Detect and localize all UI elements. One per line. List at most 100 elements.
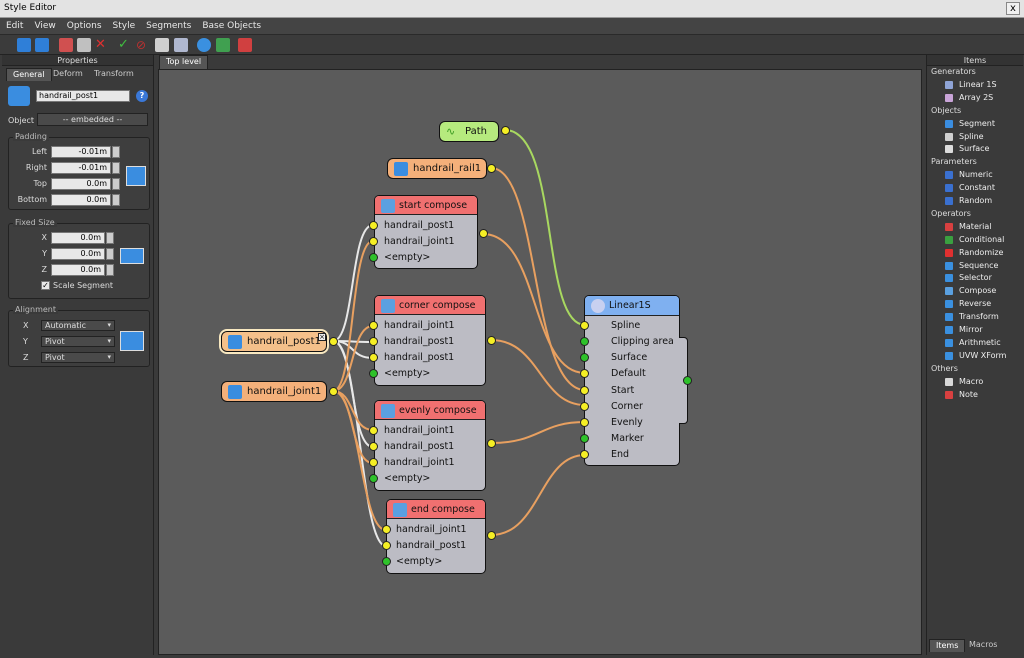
tab-general[interactable]: General — [6, 68, 52, 81]
end-in-port-0[interactable] — [382, 525, 391, 534]
right-stepper[interactable] — [112, 162, 120, 174]
start-in-port-1[interactable] — [369, 237, 378, 246]
menu-edit[interactable]: Edit — [6, 21, 24, 31]
align-y-select[interactable]: Pivot — [41, 336, 115, 347]
menu-segments[interactable]: Segments — [146, 21, 192, 31]
paste-icon[interactable] — [77, 38, 91, 52]
evenly-out-port[interactable] — [487, 439, 496, 448]
delete-icon[interactable]: ✕ — [95, 37, 106, 52]
spline-icon — [945, 132, 953, 141]
undo-icon[interactable] — [17, 38, 31, 52]
help-icon[interactable]: ? — [136, 90, 148, 102]
post-node[interactable]: handrail_post1 — [219, 329, 329, 354]
category-operators[interactable]: Operators — [931, 208, 971, 218]
end-out-port[interactable] — [487, 531, 496, 540]
node-close-icon[interactable]: × — [318, 333, 326, 341]
menu-base-objects[interactable]: Base Objects — [202, 21, 262, 31]
post-out-port[interactable] — [329, 337, 338, 346]
start-in-port-0[interactable] — [369, 221, 378, 230]
menu-options[interactable]: Options — [66, 21, 102, 31]
top-stepper[interactable] — [112, 178, 120, 190]
top-field[interactable]: 0.0m — [51, 178, 111, 190]
export-icon[interactable] — [216, 38, 230, 52]
joint-out-port[interactable] — [329, 387, 338, 396]
category-objects[interactable]: Objects — [931, 105, 962, 115]
linear-in-start[interactable] — [580, 386, 589, 395]
path-out-port[interactable] — [501, 126, 510, 135]
name-field[interactable]: handrail_post1 — [36, 90, 130, 102]
book-icon[interactable] — [238, 38, 252, 52]
tab-items[interactable]: Items — [929, 639, 966, 652]
corner-in-port-1[interactable] — [369, 337, 378, 346]
size-arrows-icon[interactable] — [120, 248, 144, 264]
object-button[interactable]: -- embedded -- — [37, 113, 148, 126]
start-compose-node[interactable]: start compose handrail_post1 handrail_jo… — [374, 195, 478, 269]
start-in-port-2[interactable] — [369, 253, 378, 262]
tab-transform[interactable]: Transform — [94, 69, 134, 78]
fixed-y-stepper[interactable] — [106, 248, 114, 260]
fixed-z-stepper[interactable] — [106, 264, 114, 276]
linear-in-evenly[interactable] — [580, 418, 589, 427]
tab-top-level[interactable]: Top level — [159, 55, 209, 69]
copy-icon[interactable] — [59, 38, 73, 52]
evenly-in-port-1[interactable] — [369, 442, 378, 451]
redo-icon[interactable] — [35, 38, 49, 52]
left-stepper[interactable] — [112, 146, 120, 158]
scale-segment-checkbox[interactable]: ✓ — [41, 281, 50, 290]
linear-in-marker[interactable] — [580, 434, 589, 443]
refresh-icon[interactable] — [197, 38, 211, 52]
evenly-compose-node[interactable]: evenly compose handrail_joint1 handrail_… — [374, 400, 486, 491]
linear-in-end[interactable] — [580, 450, 589, 459]
linear1s-node[interactable]: Linear1S Spline Clipping area Surface De… — [584, 295, 680, 466]
padding-link-icon[interactable] — [126, 166, 146, 186]
rail-out-port[interactable] — [487, 164, 496, 173]
fixed-z-field[interactable]: 0.0m — [51, 264, 105, 276]
corner-out-port[interactable] — [487, 336, 496, 345]
linear-row-marker: Marker — [611, 433, 644, 444]
bottom-stepper[interactable] — [112, 194, 120, 206]
linear-in-spline[interactable] — [580, 321, 589, 330]
rail-node[interactable]: handrail_rail1 — [387, 158, 487, 179]
end-in-port-2[interactable] — [382, 557, 391, 566]
corner-in-port-3[interactable] — [369, 369, 378, 378]
category-parameters[interactable]: Parameters — [931, 157, 977, 167]
linear-in-surface[interactable] — [580, 353, 589, 362]
align-z-select[interactable]: Pivot — [41, 352, 115, 363]
check-icon[interactable]: ✓ — [118, 37, 129, 52]
linear-in-default[interactable] — [580, 369, 589, 378]
category-others[interactable]: Others — [931, 363, 958, 373]
path-node[interactable]: ∿ Path — [439, 121, 499, 142]
corner-in-port-0[interactable] — [369, 321, 378, 330]
left-field[interactable]: -0.01m — [51, 146, 111, 158]
end-compose-node[interactable]: end compose handrail_joint1 handrail_pos… — [386, 499, 486, 574]
bottom-field[interactable]: 0.0m — [51, 194, 111, 206]
fixed-x-field[interactable]: 0.0m — [51, 232, 105, 244]
filter-icon[interactable] — [155, 38, 169, 52]
spline-icon: ∿ — [446, 125, 456, 138]
corner-in-port-2[interactable] — [369, 353, 378, 362]
linear-in-corner[interactable] — [580, 402, 589, 411]
menu-view[interactable]: View — [34, 21, 56, 31]
category-generators[interactable]: Generators — [931, 67, 976, 76]
start-out-port[interactable] — [479, 229, 488, 238]
align-icon[interactable] — [120, 331, 144, 351]
end-in-port-1[interactable] — [382, 541, 391, 550]
cancel-icon[interactable]: ⊘ — [136, 38, 147, 52]
clipboard-icon[interactable] — [174, 38, 188, 52]
fixed-x-stepper[interactable] — [106, 232, 114, 244]
close-button[interactable]: x — [1006, 2, 1020, 15]
corner-compose-node[interactable]: corner compose handrail_joint1 handrail_… — [374, 295, 486, 386]
evenly-in-port-2[interactable] — [369, 458, 378, 467]
tab-deform[interactable]: Deform — [53, 69, 83, 78]
right-field[interactable]: -0.01m — [51, 162, 111, 174]
align-x-select[interactable]: Automatic — [41, 320, 115, 331]
evenly-in-port-3[interactable] — [369, 474, 378, 483]
tab-macros[interactable]: Macros — [969, 640, 998, 649]
menu-style[interactable]: Style — [112, 21, 136, 31]
evenly-in-port-0[interactable] — [369, 426, 378, 435]
linear-in-clipping[interactable] — [580, 337, 589, 346]
joint-node[interactable]: handrail_joint1 — [221, 381, 327, 402]
linear-out-port[interactable] — [683, 376, 692, 385]
node-canvas[interactable] — [158, 69, 922, 655]
fixed-y-field[interactable]: 0.0m — [51, 248, 105, 260]
